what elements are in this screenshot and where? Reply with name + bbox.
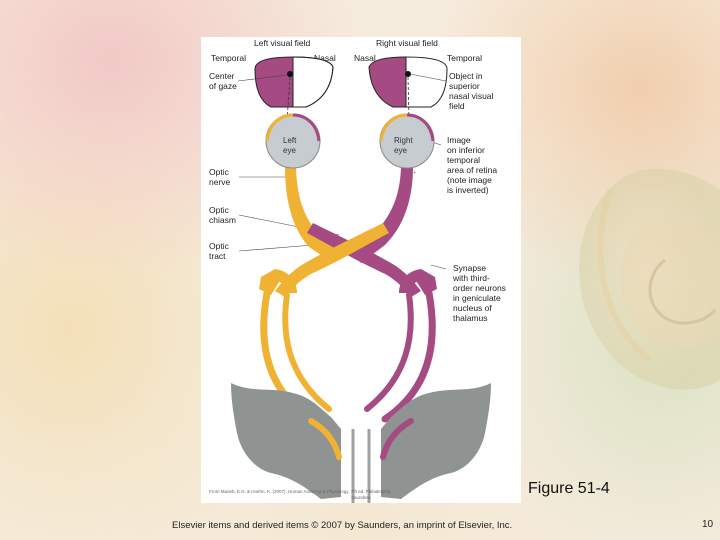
label-object-3: nasal visual — [449, 91, 494, 101]
label-optic-tract-1: Optic — [209, 241, 230, 251]
left-eye: Left eye — [265, 113, 321, 169]
right-eye-label-2: eye — [394, 146, 407, 155]
label-synapse-1: Synapse — [453, 263, 486, 273]
left-eye-label-1: Left — [283, 136, 297, 145]
label-image-5: (note image — [447, 175, 492, 185]
slide-number: 10 — [702, 519, 714, 530]
right-eye: Right eye — [379, 113, 435, 169]
label-synapse-5: nucleus of — [453, 303, 492, 313]
label-nasal-right: Nasal — [354, 53, 376, 63]
object-dot — [405, 71, 411, 77]
label-center-of-gaze-2: of gaze — [209, 81, 237, 91]
background-swirl-decoration — [579, 168, 720, 390]
label-synapse-2: with third- — [452, 273, 490, 283]
label-object-2: superior — [449, 81, 480, 91]
visual-pathway-diagram: Left visual field Right visual field Tem… — [209, 38, 506, 503]
label-image-3: temporal — [447, 155, 480, 165]
label-center-of-gaze-1: Center — [209, 71, 235, 81]
label-temporal-right: Temporal — [447, 53, 482, 63]
label-nasal-left: Nasal — [314, 53, 336, 63]
visual-pathway-figure: Left visual field Right visual field Tem… — [201, 37, 521, 503]
label-object-1: Object in — [449, 71, 483, 81]
copyright-footer: Elsevier items and derived items © 2007 … — [172, 520, 513, 531]
label-optic-nerve-1: Optic — [209, 167, 230, 177]
label-image-6: is inverted) — [447, 185, 489, 195]
label-image-2: on inferior — [447, 145, 485, 155]
figure-credit-line-2: Saunders. — [351, 495, 372, 500]
left-eye-label-2: eye — [283, 146, 296, 155]
label-synapse-4: in geniculate — [453, 293, 501, 303]
center-of-gaze-dot — [287, 71, 293, 77]
occipital-cortex — [231, 383, 491, 503]
label-left-visual-field: Left visual field — [254, 38, 310, 48]
label-optic-chiasm-2: chiasm — [209, 215, 236, 225]
label-image-1: Image — [447, 135, 471, 145]
label-image-4: area of retina — [447, 165, 497, 175]
right-visual-field-shape — [368, 56, 448, 108]
label-synapse-3: order neurons — [453, 283, 506, 293]
figure-caption: Figure 51-4 — [528, 480, 610, 497]
right-eye-label-1: Right — [394, 136, 413, 145]
figure-credit-line-1: From Marieb, E.N. & Hoehn, K. (2007). Hu… — [209, 489, 392, 494]
label-temporal-left: Temporal — [211, 53, 246, 63]
label-object-4: field — [449, 101, 465, 111]
label-synapse-6: thalamus — [453, 313, 488, 323]
label-optic-nerve-2: nerve — [209, 177, 231, 187]
geniculate-nuclei — [259, 269, 437, 295]
left-visual-field-shape — [254, 56, 334, 108]
label-optic-chiasm-1: Optic — [209, 205, 230, 215]
optic-nerves — [285, 167, 413, 273]
label-optic-tract-2: tract — [209, 251, 226, 261]
label-right-visual-field: Right visual field — [376, 38, 438, 48]
